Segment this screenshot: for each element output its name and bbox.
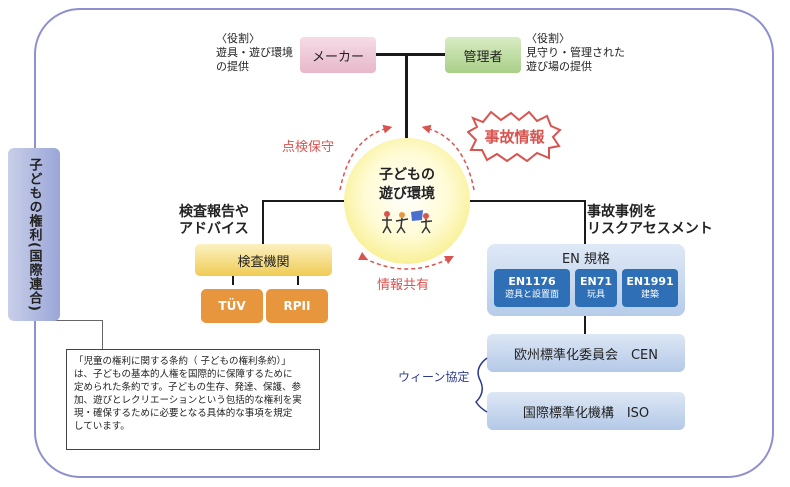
play-environment-circle [344,138,470,264]
maker-role-text: 〈役割〉 遊具・遊び環境 の提供 [216,32,293,73]
inspection-agency-box: 検査機関 [195,244,332,276]
iso-box: 国際標準化機構 ISO [487,392,685,430]
children-playing-icon [382,210,433,234]
maker-admin-line [376,53,445,56]
tuv-drop-line [232,276,234,285]
top-vertical-line [405,55,408,139]
accident-burst-icon [467,110,562,162]
report-advice-heading: 検査報告や アドバイス [179,204,249,237]
convention-note: 「児童の権利に関する条約（ 子どもの権利条約）」 は、子どもの基本的人権を国際的… [66,349,320,450]
en-cen-line [584,316,586,334]
tuv-box: TÜV [201,289,263,323]
vienna-bracket [475,357,488,413]
maker-box: メーカー [300,37,376,73]
accident-info-label: 事故情報 [484,128,545,146]
left-branch-line [262,200,345,202]
en71-badge: EN71 玩具 [575,269,617,307]
right-drop-line [584,200,586,244]
admin-box: 管理者 [445,37,521,73]
en-standards-title: EN 規格 [561,252,611,267]
note-connector-v [102,320,103,349]
info-sharing-label: 情報共有 [377,278,430,293]
en1991-badge: EN1991 建築 [622,269,678,307]
risk-assessment-heading: 事故事例を リスクアセスメント [587,204,713,237]
child-rights-label: 子どもの権利(国際連合) [26,157,42,312]
exchange-arrows [339,124,475,270]
en1176-sub: 遊具と設置面 [504,290,559,300]
rpii-drop-line [297,276,299,285]
rpii-box: RPII [266,289,328,323]
en1176-badge: EN1176 遊具と設置面 [494,269,570,307]
cen-box: 欧州標準化委員会 CEN [487,334,685,372]
note-connector-h [34,320,103,321]
en1176-code: EN1176 [508,275,556,288]
center-title: 子どもの 遊び環境 [379,167,435,202]
en1991-sub: 建築 [640,290,659,300]
en1991-code: EN1991 [626,275,674,288]
admin-role-text: 〈役割〉 見守り・管理された 遊び場の提供 [526,32,625,73]
child-rights-bar [8,148,60,321]
inspection-maintenance-label: 点検保守 [282,140,335,155]
right-branch-line [470,200,584,202]
left-drop-line [262,200,264,244]
en71-sub: 玩具 [586,290,605,300]
en71-code: EN71 [579,275,613,288]
vienna-agreement-label: ウィーン協定 [398,370,470,384]
